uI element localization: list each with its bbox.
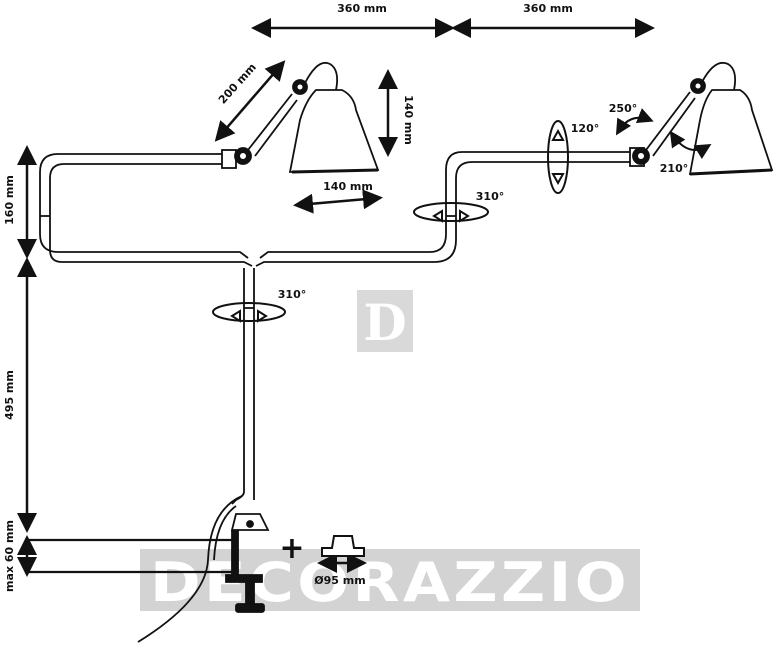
label-column-swivel: 310° xyxy=(278,288,306,301)
label-top-left-span: 360 mm xyxy=(337,2,387,15)
label-shade-height: 140 mm xyxy=(402,95,415,145)
watermark-brand: DECORAZZIO xyxy=(150,551,630,614)
watermark-logo: D xyxy=(357,290,413,352)
head-down-arrow xyxy=(669,130,712,160)
right-tube-outer xyxy=(259,151,640,259)
rotation-arrows xyxy=(212,108,712,323)
elbow-rotation-ellipse xyxy=(413,202,489,222)
watermark-logo-letter: D xyxy=(363,293,406,352)
label-head-down: 210° xyxy=(660,162,688,175)
lamp-frame xyxy=(39,151,640,505)
power-cable xyxy=(137,495,243,643)
dim-shade-width-line xyxy=(293,189,383,214)
label-left-height: 160 mm xyxy=(3,175,16,225)
labels: 360 mm 360 mm 200 mm 140 mm 140 mm 160 m… xyxy=(3,2,688,592)
clamp-screw xyxy=(245,581,255,605)
label-head-side: 250° xyxy=(609,102,637,115)
left-tube-outer xyxy=(39,153,249,259)
right-shade-neck xyxy=(701,61,737,91)
left-shade xyxy=(288,89,380,173)
column-rotation-ellipse xyxy=(212,302,286,322)
clamp-reference-lines xyxy=(25,538,232,574)
dim-arm-line xyxy=(214,60,286,142)
right-shade xyxy=(688,89,774,175)
right-tube-inner xyxy=(255,161,640,267)
left-tube-inner xyxy=(49,163,253,267)
label-arm-pivot: 120° xyxy=(571,122,599,135)
base-plate-icon xyxy=(321,535,365,557)
clamp-pad xyxy=(235,603,265,613)
clamp xyxy=(137,495,270,643)
label-elbow-swivel: 310° xyxy=(476,190,504,203)
label-clamp-max: max 60 mm xyxy=(3,520,16,592)
left-lamp-head xyxy=(221,62,380,174)
clamp-body xyxy=(225,530,263,583)
left-shade-neck xyxy=(304,62,339,91)
dimension-lines xyxy=(17,18,655,577)
label-shade-width: 140 mm xyxy=(323,180,373,193)
left-joint-sleeve xyxy=(221,149,237,169)
clamp-screw-icon xyxy=(246,520,254,528)
pivot-rotation-ellipse xyxy=(547,120,569,194)
plus-sign: + xyxy=(279,531,304,566)
label-top-right-span: 360 mm xyxy=(523,2,573,15)
right-lamp-head xyxy=(629,61,774,176)
label-column-height: 495 mm xyxy=(3,370,16,420)
watermark-banner: DECORAZZIO xyxy=(140,549,640,614)
head-side-arrow xyxy=(615,108,654,136)
label-base-diameter: Ø95 mm xyxy=(314,574,365,587)
